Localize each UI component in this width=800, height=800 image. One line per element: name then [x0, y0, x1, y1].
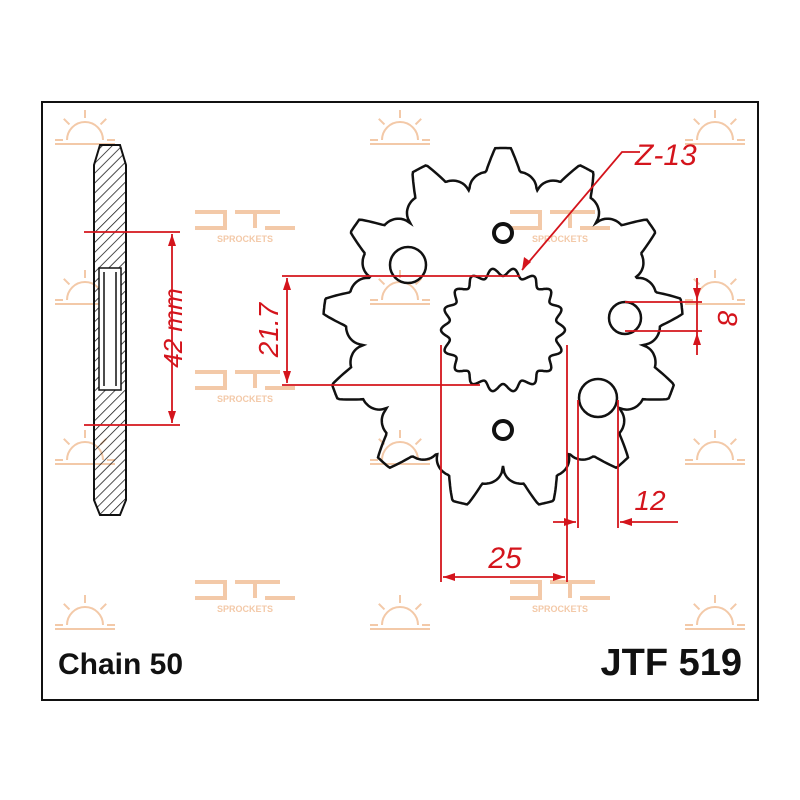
drawing-frame [41, 101, 759, 701]
lightening-hole [607, 300, 643, 336]
hole-offset-label: 12 [634, 485, 666, 516]
jt-logo-watermark: SPROCKETS [510, 210, 610, 244]
jt-logo-watermark: SPROCKETS [195, 580, 295, 614]
lightening-hole [388, 245, 428, 285]
sprocket-outline [322, 146, 684, 506]
bolt-hole-top [492, 222, 514, 244]
sun-logo-watermark [55, 595, 115, 630]
sun-logo-watermark [685, 430, 745, 465]
spline-bore [439, 267, 567, 393]
svg-text:SPROCKETS: SPROCKETS [217, 604, 273, 614]
sun-logo-watermark [685, 595, 745, 630]
bore-width-label: 25 [487, 542, 522, 575]
svg-text:SPROCKETS: SPROCKETS [532, 234, 588, 244]
svg-text:SPROCKETS: SPROCKETS [532, 604, 588, 614]
hole-diameter-label: 8 [712, 310, 743, 326]
jt-logo-watermark: SPROCKETS [510, 580, 610, 614]
side-profile [93, 144, 127, 516]
sun-logo-watermark [370, 110, 430, 145]
part-number: JTF 519 [600, 642, 742, 684]
dimension-labels: Z-13 42 mm 21.7 25 12 8 [158, 139, 743, 575]
sun-logo-watermark [685, 110, 745, 145]
svg-text:SPROCKETS: SPROCKETS [217, 234, 273, 244]
jt-logo-watermark: SPROCKETS [195, 210, 295, 244]
lightening-hole [577, 377, 619, 419]
watermark-layer: SPROCKETS SPROCKETS SPROCKETS SPROCKETS SPRO… [55, 110, 745, 630]
dimension-lines [84, 151, 702, 582]
teeth-count-label: Z-13 [634, 139, 697, 172]
sun-logo-watermark [55, 110, 115, 145]
bolt-hole-bottom [492, 419, 514, 441]
svg-text:SPROCKETS: SPROCKETS [217, 394, 273, 404]
sun-logo-watermark [685, 270, 745, 305]
dimension-arrows [168, 234, 701, 581]
jt-logo-watermark: SPROCKETS [195, 370, 295, 404]
chain-label: Chain 50 [58, 648, 184, 681]
thickness-label: 42 mm [158, 288, 188, 367]
spline-diameter-label: 21.7 [253, 301, 284, 358]
sun-logo-watermark [370, 595, 430, 630]
